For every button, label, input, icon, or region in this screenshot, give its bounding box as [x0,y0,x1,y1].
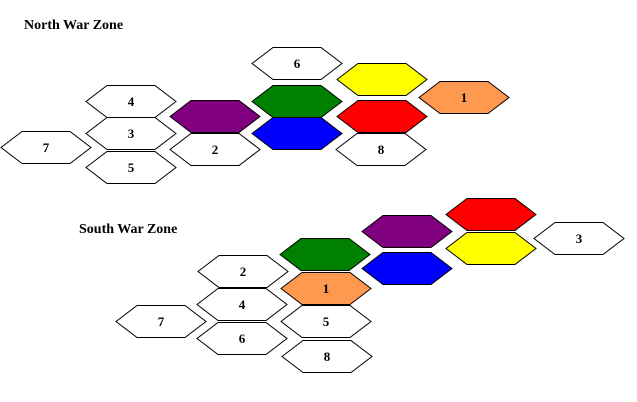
hex-south-purple-cell[interactable] [361,215,453,248]
hex-shape [361,252,453,285]
hex-shape [85,117,177,150]
hex-shape [251,47,343,80]
hex-south-cell-7[interactable]: 7 [115,305,207,338]
hex-south-cell-3[interactable]: 3 [533,222,625,255]
hex-shape [445,232,537,265]
hex-shape [85,151,177,184]
hex-south-cell-4[interactable]: 4 [196,288,288,321]
hex-south-cell-5[interactable]: 5 [280,305,372,338]
hex-shape [196,322,288,355]
hex-south-cell-6[interactable]: 6 [196,322,288,355]
hex-shape [279,238,371,271]
hex-shape [196,288,288,321]
hex-shape [0,131,92,164]
hex-shape [533,222,625,255]
hex-north-red-cell[interactable] [336,100,428,133]
hex-shape [251,117,343,150]
hex-shape [169,133,261,166]
north-zone-title: North War Zone [24,18,124,33]
hex-shape [115,305,207,338]
hex-south-yellow-cell[interactable] [445,232,537,265]
south-zone-title: South War Zone [79,222,178,237]
hex-south-orange-cell-1[interactable]: 1 [280,272,372,305]
hex-shape [169,100,261,133]
hex-north-blue-cell[interactable] [251,117,343,150]
hex-south-red-cell[interactable] [445,198,537,231]
hex-south-blue-cell[interactable] [361,252,453,285]
hex-shape [280,272,372,305]
hex-shape [281,340,373,373]
hex-shape [361,215,453,248]
hex-shape [335,133,427,166]
hex-shape [280,305,372,338]
hex-south-cell-8[interactable]: 8 [281,340,373,373]
hex-shape [197,255,289,288]
hex-south-green-cell[interactable] [279,238,371,271]
hex-north-yellow-cell[interactable] [336,63,428,96]
hex-shape [336,100,428,133]
hex-shape [445,198,537,231]
hex-north-purple-cell[interactable] [169,100,261,133]
hex-shape [418,81,510,114]
hex-south-cell-2[interactable]: 2 [197,255,289,288]
hex-shape [336,63,428,96]
